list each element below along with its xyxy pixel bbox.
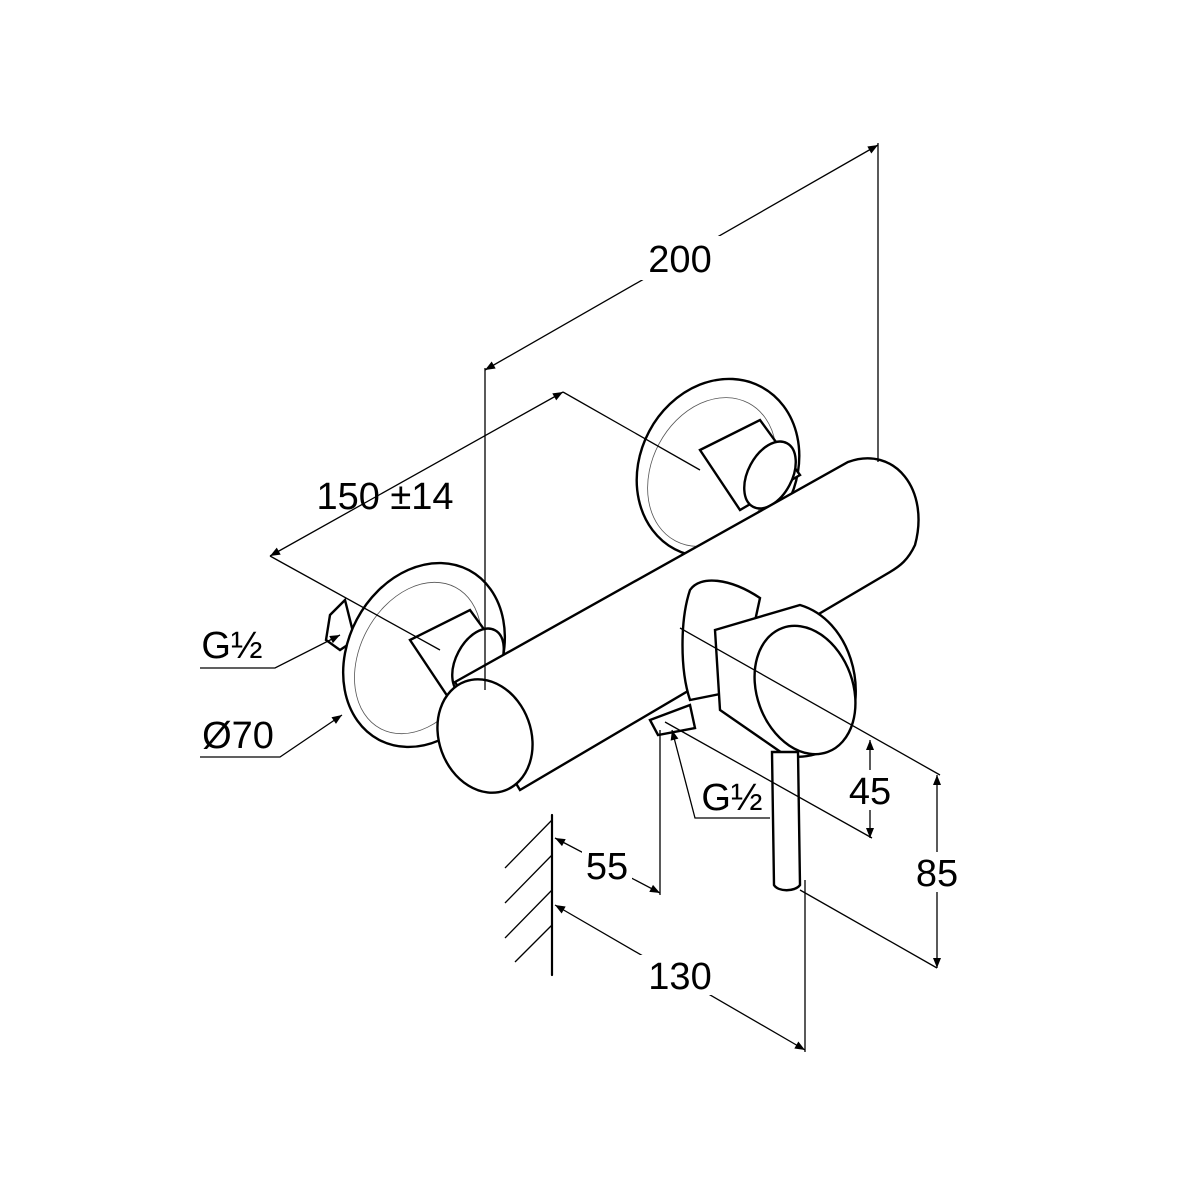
- wall-hatch: [504, 813, 554, 977]
- dim-total-projection: 130: [648, 956, 711, 998]
- dim-flange-diameter: Ø70: [202, 715, 274, 757]
- dim-overall-width: 200: [648, 239, 711, 281]
- dim-lever-height: 85: [916, 853, 958, 895]
- dim-inlet-thread: G½: [201, 625, 262, 667]
- dim-handle-height: 45: [849, 771, 891, 813]
- dim-outlet-projection: 55: [586, 846, 628, 888]
- mixer-handle: [648, 579, 857, 892]
- dimension-lines: [200, 143, 941, 1052]
- dim-outlet-thread: G½: [701, 777, 762, 819]
- dim-center-distance: 150 ±14: [316, 476, 453, 518]
